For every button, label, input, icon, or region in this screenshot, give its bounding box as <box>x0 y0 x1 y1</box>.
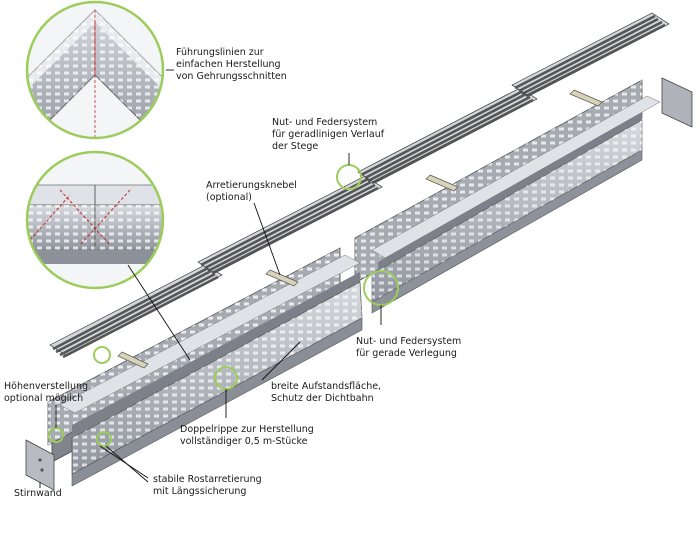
grate-3 <box>357 87 538 185</box>
end-wall-lower <box>25 439 55 491</box>
end-wall-upper <box>661 77 693 128</box>
label-locking-toggle: Arretierungsknebel (optional) <box>206 180 297 203</box>
grate-1 <box>49 264 223 359</box>
detail-circle-guide <box>25 150 165 290</box>
locking-toggles <box>117 89 603 369</box>
label-grate-lock: stabile Rostarretierung mit Längssicheru… <box>153 474 262 497</box>
label-end-wall: Stirnwand <box>14 488 62 499</box>
label-guide-lines: Führungslinien zur einfachen Herstellung… <box>176 47 287 82</box>
detail-circle-mitre <box>25 0 165 140</box>
leader-lines <box>39 69 382 488</box>
label-double-rib: Doppelrippe zur Herstellung vollständige… <box>180 424 314 447</box>
label-height-adjust: Höhenverstellung optional möglich <box>4 381 89 404</box>
grate-2 <box>197 175 383 275</box>
label-tongue-groove-webs: Nut- und Federsystem für geradlinigen Ve… <box>272 117 385 152</box>
lower-channel <box>47 247 363 487</box>
grate-4 <box>511 12 670 98</box>
label-wide-base: breite Aufstandsfläche, Schutz der Dicht… <box>271 381 382 404</box>
label-tongue-groove-laying: Nut- und Federsystem für gerade Verlegun… <box>356 336 462 359</box>
upper-channel <box>354 79 661 314</box>
